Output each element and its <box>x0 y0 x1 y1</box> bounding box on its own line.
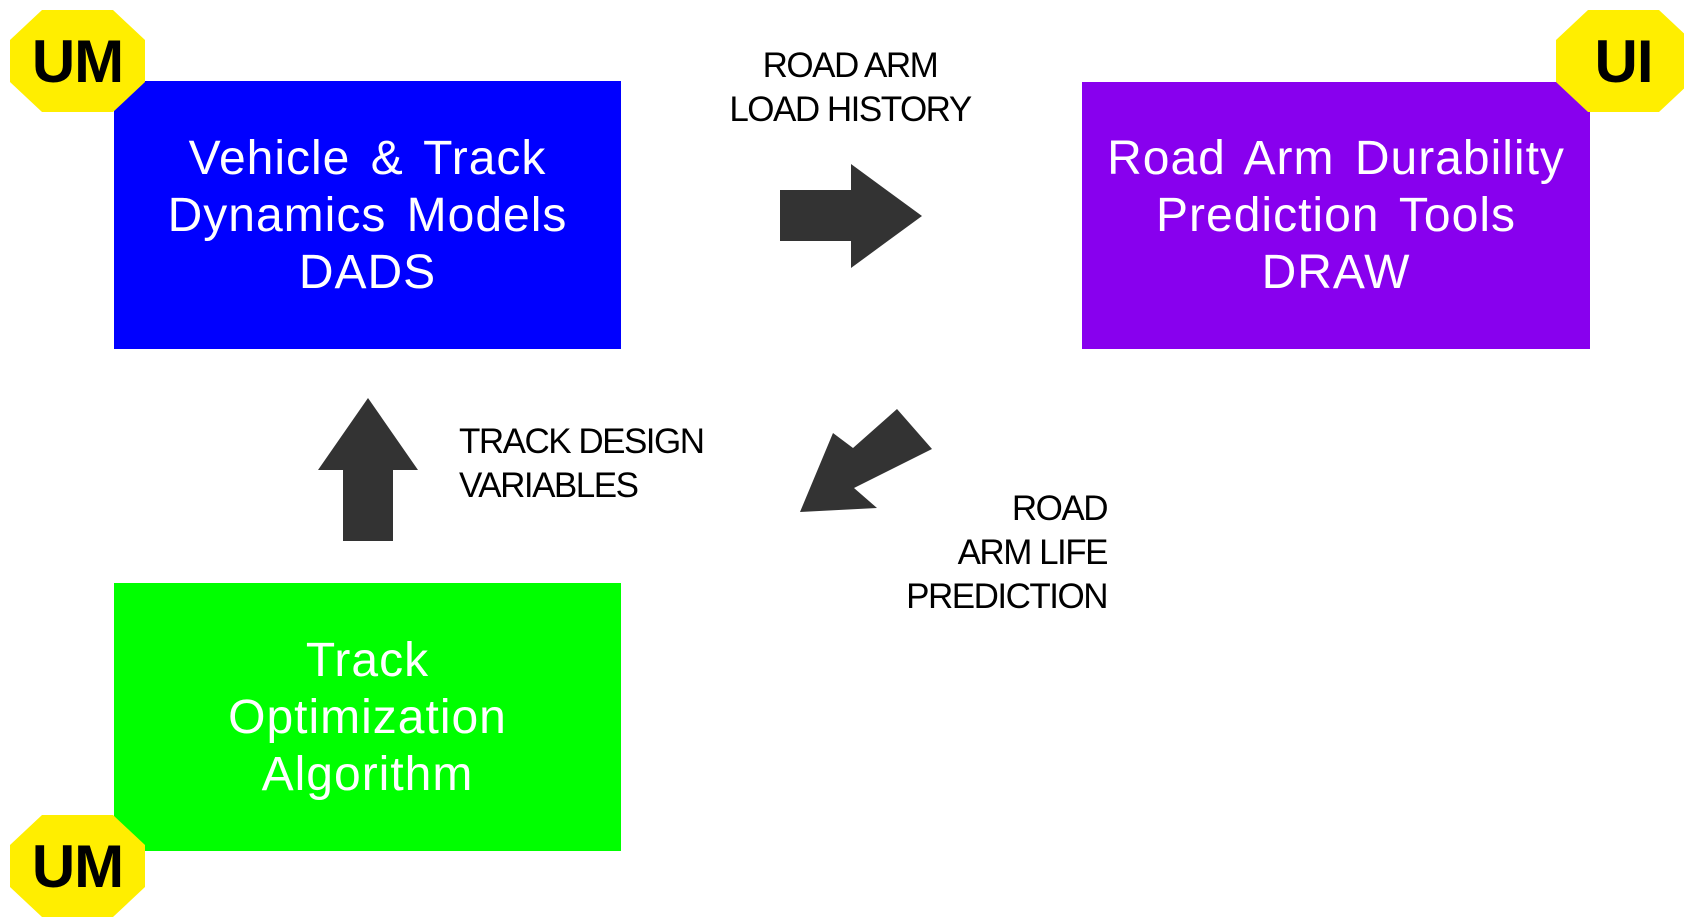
life-label-line-3: PREDICTION <box>906 577 1108 616</box>
um-badge-bottom-label: UM <box>31 832 124 900</box>
octagon-icon <box>10 815 145 917</box>
arrow-down-left-icon <box>800 409 932 512</box>
dads-line-2: Dynamics Models <box>167 188 568 242</box>
life-label-line-1: ROAD <box>1011 489 1109 528</box>
track-optimization-box: Track Optimization Algorithm <box>114 583 621 851</box>
dads-box: Vehicle & Track Dynamics Models DADS <box>114 81 621 349</box>
design-variables-label: TRACK DESIGN VARIABLES <box>459 420 759 508</box>
arrow-up-icon <box>318 398 418 541</box>
life-prediction-label: ROAD ARM LIFE PREDICTION <box>810 487 1109 619</box>
dads-line-1: Vehicle & Track <box>188 131 547 185</box>
load-label-line-2: LOAD HISTORY <box>729 90 972 129</box>
life-label-line-2: ARM LIFE <box>957 533 1109 572</box>
um-badge-top-label: UM <box>31 27 124 95</box>
octagon-icon <box>1556 10 1684 112</box>
load-label-line-1: ROAD ARM <box>762 46 939 85</box>
draw-box: Road Arm Durability Prediction Tools DRA… <box>1082 82 1590 349</box>
track-line-1: Track <box>305 633 430 687</box>
track-line-2: Optimization <box>228 690 507 744</box>
track-line-3: Algorithm <box>261 747 474 801</box>
draw-line-2: Prediction Tools <box>1156 189 1516 242</box>
design-label-line-2: VARIABLES <box>459 466 639 505</box>
ui-badge-label: UI <box>1594 27 1654 95</box>
um-badge-bottom: UM <box>10 815 145 917</box>
load-history-label: ROAD ARM LOAD HISTORY <box>700 44 1000 132</box>
um-badge-top: UM <box>10 10 145 112</box>
ui-badge: UI <box>1556 10 1684 112</box>
draw-line-3: DRAW <box>1261 246 1411 299</box>
arrow-right-icon <box>780 164 922 268</box>
design-label-line-1: TRACK DESIGN <box>459 422 705 461</box>
octagon-icon <box>10 10 145 112</box>
dads-line-3: DADS <box>298 245 437 299</box>
draw-line-1: Road Arm Durability <box>1107 132 1565 185</box>
